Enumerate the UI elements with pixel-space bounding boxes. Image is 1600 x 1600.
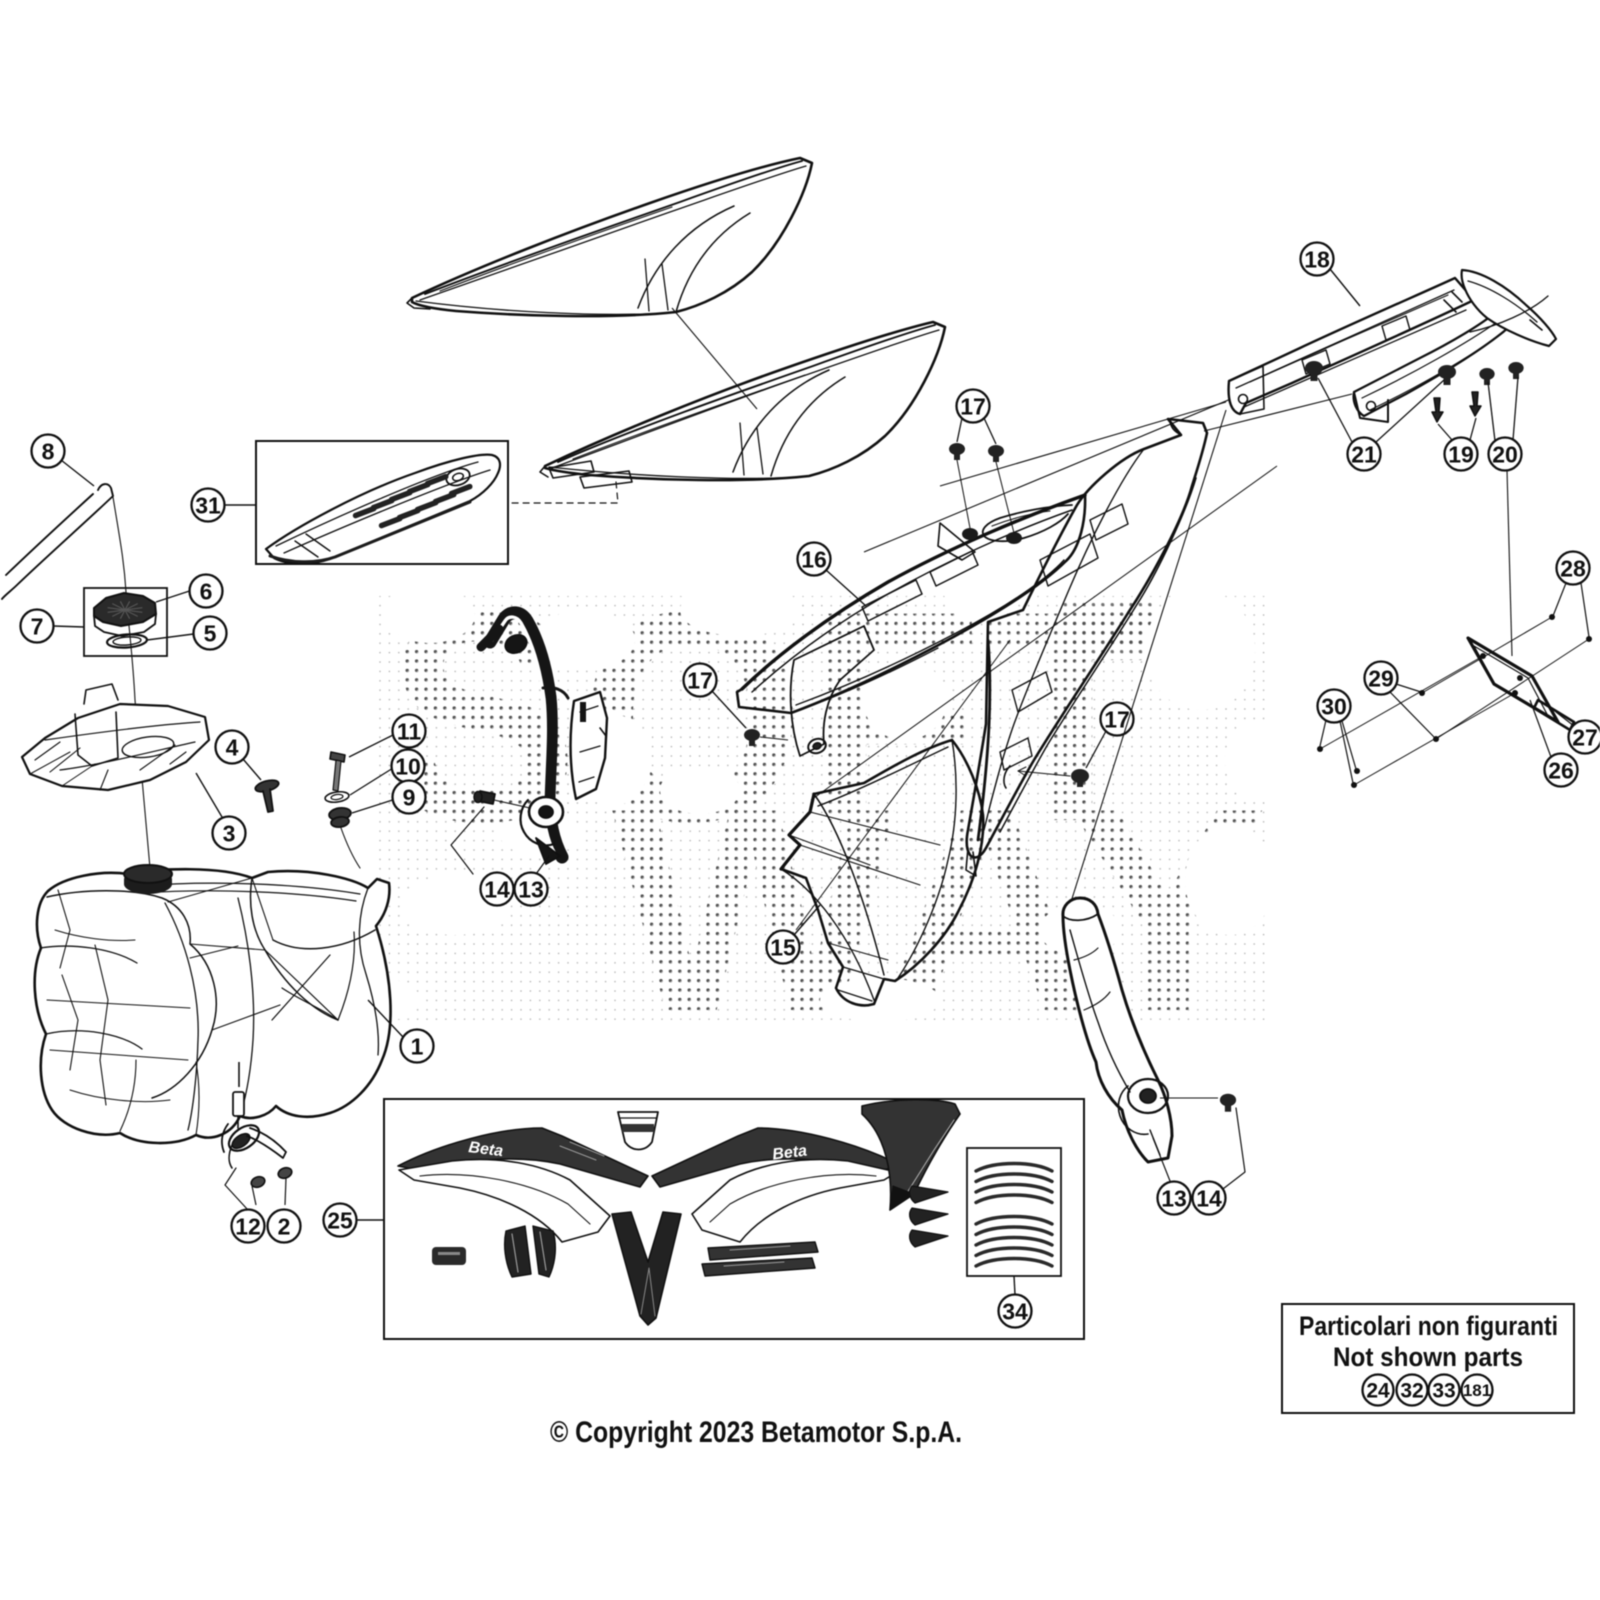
svg-text:17: 17: [687, 667, 713, 693]
svg-text:6: 6: [200, 578, 213, 604]
svg-text:15: 15: [770, 934, 796, 960]
svg-text:7: 7: [31, 613, 44, 639]
svg-text:4: 4: [226, 734, 239, 760]
svg-text:33: 33: [1432, 1380, 1455, 1403]
svg-text:34: 34: [1002, 1298, 1028, 1324]
svg-text:10: 10: [395, 753, 421, 779]
svg-text:18: 18: [1304, 246, 1330, 272]
svg-text:13: 13: [1161, 1185, 1187, 1211]
svg-text:181: 181: [1463, 1381, 1491, 1400]
svg-text:2: 2: [278, 1213, 291, 1239]
svg-text:25: 25: [327, 1207, 353, 1233]
svg-text:12: 12: [235, 1213, 261, 1239]
svg-text:32: 32: [1400, 1380, 1423, 1403]
svg-text:31: 31: [195, 492, 221, 518]
svg-text:14: 14: [1196, 1185, 1222, 1211]
svg-text:21: 21: [1351, 441, 1377, 467]
svg-text:9: 9: [403, 784, 416, 810]
svg-text:29: 29: [1368, 665, 1394, 691]
svg-text:26: 26: [1548, 757, 1574, 783]
svg-text:Beta: Beta: [771, 1142, 808, 1163]
svg-text:Beta: Beta: [468, 1139, 505, 1160]
svg-text:3: 3: [223, 820, 236, 846]
svg-text:© Copyright 2023 Betamotor S.p: © Copyright 2023 Betamotor S.p.A.: [550, 1416, 962, 1449]
svg-text:20: 20: [1492, 441, 1518, 467]
svg-text:5: 5: [204, 620, 217, 646]
svg-text:11: 11: [397, 718, 422, 744]
svg-text:24: 24: [1366, 1380, 1390, 1403]
svg-text:Particolari non figuranti: Particolari non figuranti: [1299, 1311, 1558, 1341]
svg-text:13: 13: [518, 876, 544, 902]
svg-text:30: 30: [1321, 693, 1347, 719]
svg-text:16: 16: [801, 546, 827, 572]
svg-text:19: 19: [1448, 441, 1474, 467]
svg-text:27: 27: [1572, 724, 1598, 750]
svg-text:28: 28: [1560, 555, 1586, 581]
svg-text:14: 14: [484, 876, 510, 902]
svg-text:1: 1: [411, 1033, 424, 1059]
svg-text:Not shown parts: Not shown parts: [1333, 1342, 1523, 1372]
svg-text:17: 17: [960, 393, 986, 419]
svg-text:8: 8: [42, 438, 55, 464]
